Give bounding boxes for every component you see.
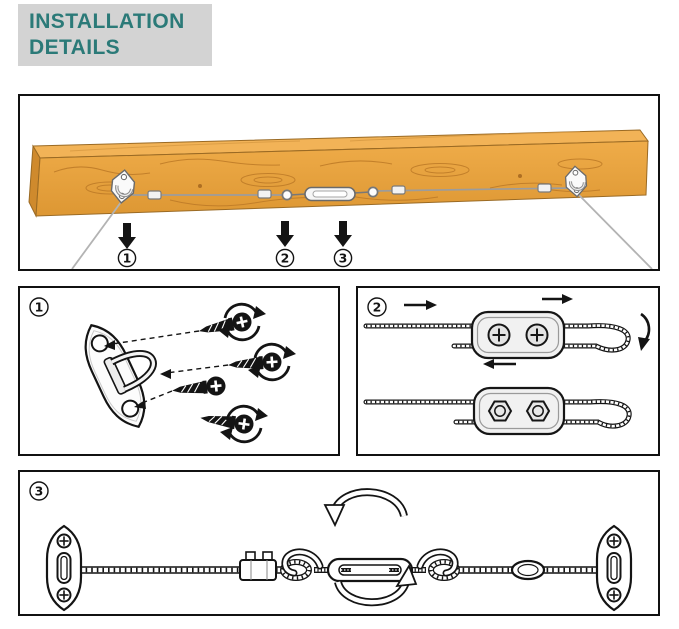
callout-badge-2-label: 2 (281, 251, 290, 266)
callout-badge-3: 3 (333, 248, 353, 268)
clip-hex-nut-right (525, 400, 551, 422)
step3-panel: 3 (18, 470, 660, 616)
direction-arrow-return (483, 359, 516, 369)
turnbuckle-overview (281, 186, 379, 202)
step1-number-badge: 1 (29, 297, 49, 317)
pad-eye-front-right (595, 524, 633, 612)
ferrule-sleeve (510, 559, 546, 581)
screw-4 (200, 414, 254, 434)
title-line-1: INSTALLATION (29, 10, 185, 33)
pad-eye-front-left (45, 524, 83, 612)
direction-arrow-loop (638, 312, 651, 351)
step1-number-label: 1 (35, 300, 44, 315)
overview-diagram: 1 2 3 (28, 129, 653, 269)
suspension-wires (71, 191, 653, 269)
callout-arrow-1 (118, 223, 136, 249)
direction-arrow-left (404, 300, 437, 310)
callout-badge-1-label: 1 (123, 251, 132, 266)
screw-hole-top (90, 334, 109, 353)
pad-eye-left (110, 169, 136, 204)
screw-3 (228, 352, 282, 372)
title-line-2: DETAILS (29, 36, 121, 59)
pad-eye-plate (84, 324, 157, 428)
step3-diagram: 3 (29, 481, 633, 612)
clip-hex-nut-left (487, 400, 513, 422)
step1-diagram: 1 (29, 297, 296, 444)
step2-diagram: 2 (358, 294, 651, 436)
turnbuckle-body (326, 557, 414, 583)
alignment-arrowheads (104, 340, 171, 409)
direction-arrow-right (542, 294, 573, 304)
callout-badge-1: 1 (117, 248, 137, 268)
step3-number-badge: 3 (29, 481, 49, 501)
step1-panel: 1 (18, 286, 340, 456)
rotation-arrow-screw-1 (218, 302, 266, 342)
step2-panel: 2 (356, 286, 660, 456)
duplex-clip-top (470, 310, 566, 360)
step2-number-label: 2 (373, 300, 382, 315)
callout-arrow-2 (276, 221, 294, 247)
rotation-arrow-bottom (334, 563, 418, 607)
rotation-arrow-top (323, 488, 408, 528)
duplex-clip-bottom (472, 386, 566, 436)
wood-grain-top (69, 131, 581, 152)
page-title: INSTALLATION DETAILS (18, 4, 212, 66)
clip-bolt-left (487, 323, 511, 347)
callout-arrow-3 (334, 221, 352, 247)
overview-panel: 1 2 3 (18, 94, 660, 271)
pad-eye-right (564, 165, 588, 198)
step3-number-label: 3 (35, 484, 44, 499)
step2-number-badge: 2 (367, 297, 387, 317)
screw-2 (172, 376, 226, 396)
rope-clamp (239, 551, 277, 581)
callout-badge-3-label: 3 (339, 251, 348, 266)
d-ring (103, 349, 157, 395)
rotation-arrow-screw-4 (220, 404, 268, 444)
alignment-guides (111, 330, 229, 404)
rotation-arrow-screw-3 (248, 342, 296, 382)
wire-rope-clips (147, 183, 552, 200)
clip-bolt-right (525, 323, 549, 347)
callout-badge-2: 2 (275, 248, 295, 268)
